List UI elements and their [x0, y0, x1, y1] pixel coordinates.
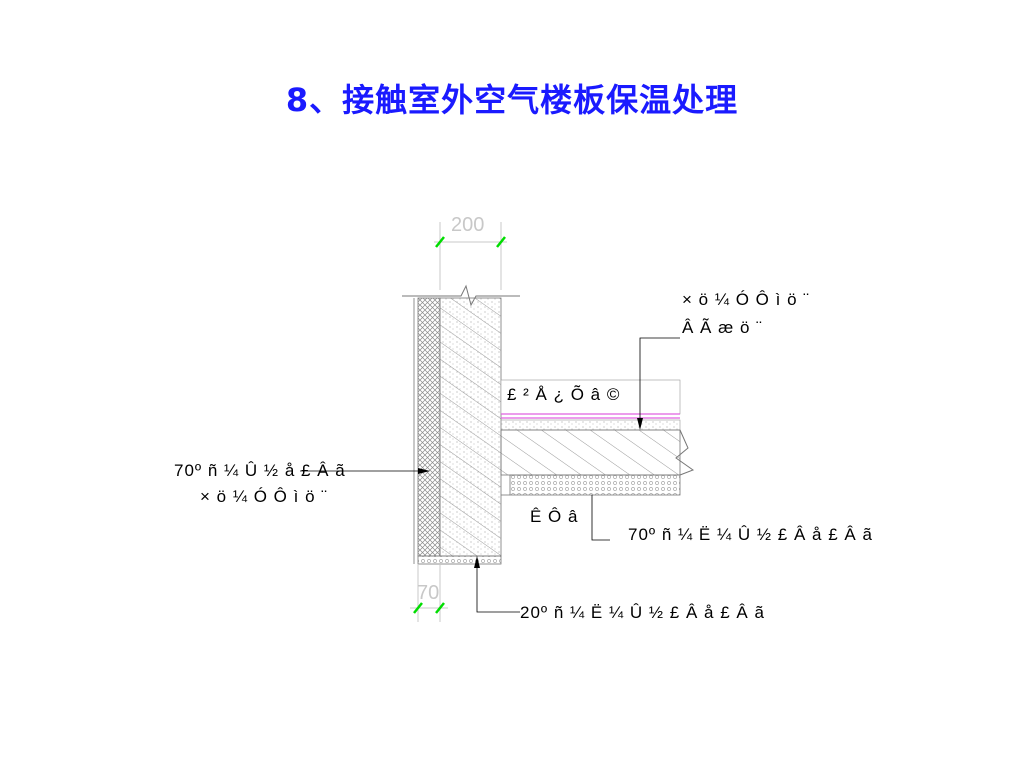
label-left-line1: 70º ñ ¼ Û ½ å £ Â ã [174, 461, 346, 480]
wall-break-line [402, 284, 520, 307]
label-left-line2: × ö ¼ Ó Ô ì ö ¨ [200, 487, 328, 506]
wall-insulation-layer [417, 297, 441, 557]
label-under-slab: Ê Ô â [530, 507, 579, 526]
floor-finish-layer [500, 379, 681, 415]
dimension-label-200: 200 [451, 214, 485, 236]
dimension-label-70: 70 [417, 582, 440, 604]
slab-break-line [675, 429, 695, 476]
floor-screed [500, 419, 681, 431]
floor-underside-insulation [509, 474, 681, 496]
label-upper-right-line1: × ö ¼ Ó Ô ì ö ¨ [682, 290, 810, 309]
label-bottom: 20º ñ ¼ Ë ¼ Û ½ £ Â å £ Â ã [520, 603, 765, 622]
dimension-70 [410, 564, 448, 622]
label-upper-right-line2: Â Ã æ ö ¨ [682, 318, 763, 337]
page-title: 8、接触室外空气楼板保温处理 [285, 81, 739, 119]
floor-slab-concrete [500, 429, 681, 476]
wall-bottom-finish [417, 555, 502, 565]
leader-lines [300, 337, 680, 613]
label-floor-layer: £ ² Å ¿ Õ â © [507, 385, 621, 404]
dimension-200 [434, 222, 507, 290]
label-right-bottom: 70º ñ ¼ Ë ¼ Û ½ £ Â å £ Â ã [628, 525, 873, 544]
